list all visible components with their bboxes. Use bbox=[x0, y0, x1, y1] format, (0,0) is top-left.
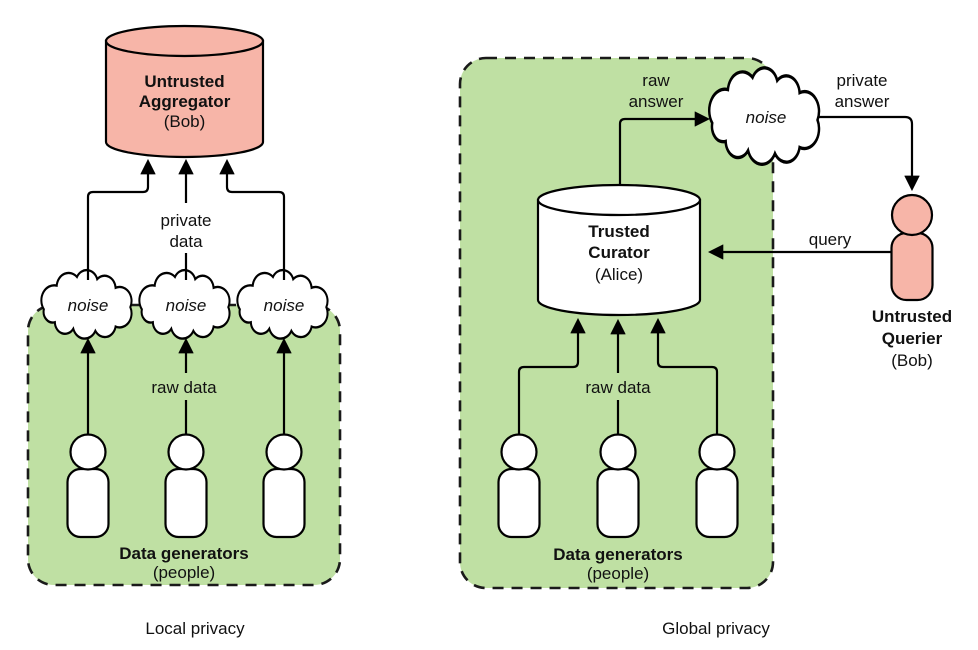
private-data-label-line1: private bbox=[160, 211, 211, 230]
generators-title: Data generators bbox=[119, 544, 248, 563]
generators-subtitle: (people) bbox=[587, 564, 649, 583]
noise-label: noise bbox=[746, 108, 787, 127]
panel-caption-global: Global privacy bbox=[662, 619, 770, 638]
untrusted-aggregator-cylinder bbox=[104, 24, 265, 159]
untrusted-querier-figure bbox=[890, 193, 934, 302]
private-data-label-line2: data bbox=[169, 232, 203, 251]
private-data-arrow bbox=[219, 158, 286, 280]
person-figure bbox=[262, 433, 306, 539]
raw-answer-label-line2: answer bbox=[629, 92, 684, 111]
raw-data-label: raw data bbox=[585, 378, 651, 397]
person-figure bbox=[695, 433, 739, 539]
generators-title: Data generators bbox=[553, 545, 682, 564]
noise-label: noise bbox=[68, 296, 109, 315]
curator-subtitle: (Alice) bbox=[595, 265, 643, 284]
label-background bbox=[577, 373, 658, 400]
label-background bbox=[145, 373, 224, 400]
private-answer-arrow bbox=[818, 115, 920, 192]
querier-title-line2: Querier bbox=[882, 329, 943, 348]
global-privacy-panel: Trusted Curator (Alice) noise raw answer… bbox=[458, 56, 952, 638]
aggregator-subtitle: (Bob) bbox=[164, 112, 206, 131]
person-figure bbox=[596, 433, 640, 539]
private-data-arrow bbox=[86, 158, 156, 280]
raw-data-arrow bbox=[650, 317, 719, 434]
person-figure bbox=[66, 433, 110, 539]
panel-caption-local: Local privacy bbox=[145, 619, 245, 638]
raw-answer-arrow bbox=[618, 111, 711, 186]
local-privacy-panel: Untrusted Aggregator (Bob) noise noise n… bbox=[26, 24, 342, 638]
curator-title-line1: Trusted bbox=[588, 222, 649, 241]
noise-label: noise bbox=[264, 296, 305, 315]
raw-data-arrow bbox=[517, 317, 586, 434]
raw-data-label: raw data bbox=[151, 378, 217, 397]
noise-label: noise bbox=[166, 296, 207, 315]
querier-subtitle: (Bob) bbox=[891, 351, 933, 370]
aggregator-title-line2: Aggregator bbox=[139, 92, 231, 111]
label-background bbox=[150, 203, 222, 253]
person-figure bbox=[497, 433, 541, 539]
generators-subtitle: (people) bbox=[153, 563, 215, 582]
private-answer-label-line1: private bbox=[836, 71, 887, 90]
trusted-curator-cylinder bbox=[536, 183, 702, 317]
aggregator-title-line1: Untrusted bbox=[144, 72, 224, 91]
private-answer-label-line2: answer bbox=[835, 92, 890, 111]
query-label: query bbox=[809, 230, 852, 249]
querier-title-line1: Untrusted bbox=[872, 307, 952, 326]
curator-title-line2: Curator bbox=[588, 243, 650, 262]
raw-answer-label-line1: raw bbox=[642, 71, 670, 90]
person-figure bbox=[164, 433, 208, 539]
